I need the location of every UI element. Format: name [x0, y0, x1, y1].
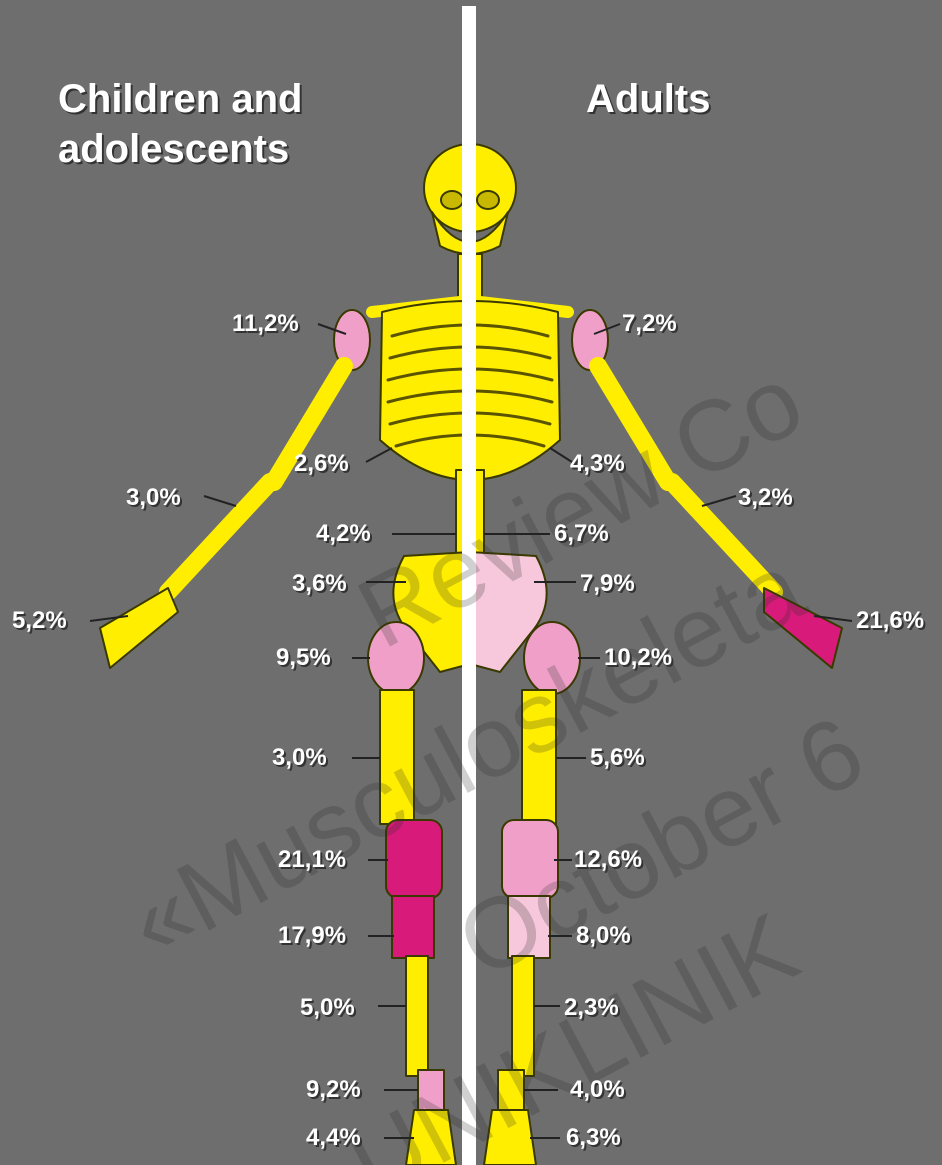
label-adults-femur-shaft: 5,6% — [590, 744, 645, 772]
label-adults-hip: 10,2% — [604, 644, 672, 672]
label-adults-foot: 6,3% — [566, 1124, 621, 1152]
label-adults-knee: 12,6% — [574, 846, 642, 874]
left-ankle — [418, 1070, 444, 1112]
right-hand — [764, 588, 842, 668]
leader-line — [702, 496, 736, 506]
leader-line — [204, 496, 236, 506]
right-hip — [524, 622, 580, 694]
left-forearm — [168, 482, 270, 592]
label-children-lumbar-spine: 4,2% — [316, 520, 371, 548]
label-adults-forearm: 3,2% — [738, 484, 793, 512]
label-children-proximal-tibia: 17,9% — [278, 922, 346, 950]
right-eye-socket — [477, 191, 499, 209]
label-children-forearm: 3,0% — [126, 484, 181, 512]
label-children-hip: 9,5% — [276, 644, 331, 672]
left-knee — [386, 820, 442, 898]
left-hip — [368, 622, 424, 694]
label-children-shoulder: 11,2% — [232, 310, 299, 338]
label-children-ribs: 2,6% — [294, 450, 349, 478]
right-foot — [484, 1110, 536, 1165]
label-children-hand: 5,2% — [12, 607, 67, 635]
right-knee — [502, 820, 558, 898]
label-adults-pelvis: 7,9% — [580, 570, 635, 598]
left-hand — [100, 588, 178, 668]
label-adults-tibia-shaft: 2,3% — [564, 994, 619, 1022]
right-femur-shaft — [522, 690, 556, 824]
left-tibia-shaft — [406, 956, 428, 1076]
label-children-foot: 4,4% — [306, 1124, 361, 1152]
label-adults-proximal-tibia: 8,0% — [576, 922, 631, 950]
center-divider — [462, 6, 476, 1165]
label-children-ankle: 9,2% — [306, 1076, 361, 1104]
label-adults-shoulder: 7,2% — [622, 310, 677, 338]
right-ankle — [498, 1070, 524, 1112]
label-adults-ankle: 4,0% — [570, 1076, 625, 1104]
right-tibia-shaft — [512, 956, 534, 1076]
label-adults-lumbar-spine: 6,7% — [554, 520, 609, 548]
leader-line — [550, 448, 572, 462]
right-proximal-tibia — [508, 896, 550, 958]
label-adults-hand: 21,6% — [856, 607, 924, 635]
label-children-pelvis: 3,6% — [292, 570, 347, 598]
label-adults-ribs: 4,3% — [570, 450, 625, 478]
left-femur-shaft — [380, 690, 414, 824]
left-proximal-tibia — [392, 896, 434, 958]
label-children-femur-shaft: 3,0% — [272, 744, 327, 772]
label-children-knee: 21,1% — [278, 846, 346, 874]
left-eye-socket — [441, 191, 463, 209]
heading-children: Children and adolescents — [58, 74, 388, 174]
leader-line — [366, 448, 392, 462]
label-children-tibia-shaft: 5,0% — [300, 994, 355, 1022]
heading-adults: Adults — [586, 74, 710, 124]
